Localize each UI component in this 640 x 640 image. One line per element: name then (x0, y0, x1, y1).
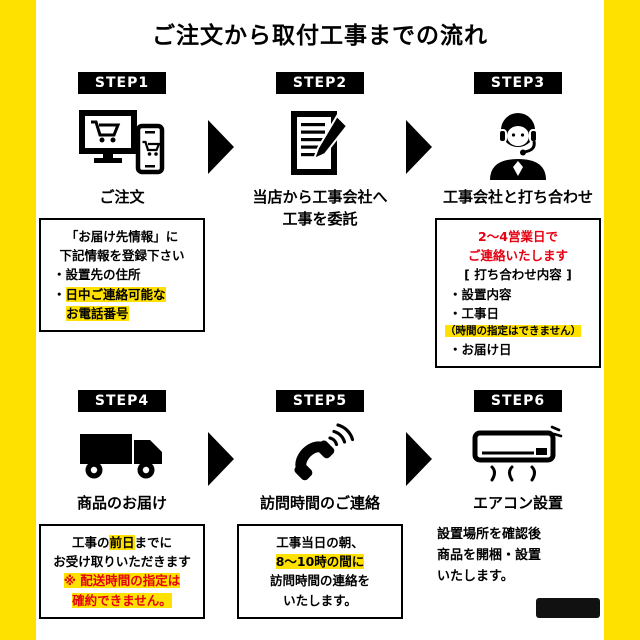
step2-label-line2: 工事を委託 (282, 209, 358, 228)
note-line: 設置場所を確認後 (437, 526, 542, 542)
support-person-icon (484, 100, 552, 186)
right-arrow-icon (406, 120, 432, 174)
right-arrow-icon (406, 432, 432, 487)
note-line-red: ご連絡いたします (467, 247, 568, 263)
note-line-red: ※ 配送時間の指定は (49, 571, 195, 590)
document-pencil-icon (289, 100, 351, 186)
step1-note-box: 「お届け先情報」に 下記情報を登録下さい ・設置先の住所 ・日中ご連絡可能な お… (39, 217, 205, 333)
step1-badge: STEP1 (78, 72, 166, 94)
row-steps-1-3: STEP1 (36, 72, 604, 369)
note-text: 工事の (71, 534, 110, 550)
note-line: いたします。 (283, 592, 357, 608)
step4-note-box: 工事の前日までに お受け取りいただきます ※ 配送時間の指定は 確約できません。 (39, 523, 205, 620)
truck-icon (78, 418, 166, 492)
note-line: ・工事日 (445, 304, 591, 323)
step6-note-text: 設置場所を確認後 商品を開梱・設置 いたします。 (437, 524, 599, 588)
note-heading: [ 打ち合わせ内容 ] (464, 267, 572, 283)
bullet-mark: ・ (449, 341, 462, 357)
note-text-red-highlight: ※ 配送時間の指定は (63, 573, 181, 589)
note-text: お届け日 (461, 341, 512, 357)
note-line: 工事当日の朝、 (276, 534, 364, 550)
note-line: 工事の前日までに (49, 533, 195, 552)
note-line: 8〜10時の間に (247, 552, 393, 571)
step5-badge: STEP5 (276, 390, 364, 413)
note-line-red: 2〜4営業日で (478, 228, 558, 244)
note-text-highlight: 前日 (109, 534, 135, 550)
step6-badge: STEP6 (474, 390, 562, 413)
note-text-red-highlight: 確約できません。 (72, 592, 172, 608)
step3-badge: STEP3 (474, 72, 562, 94)
step2-column: STEP2 当店から工事会社へ 工事を委託 (236, 72, 404, 229)
note-text-highlight: お電話番号 (66, 306, 129, 321)
step1-label: ご注文 (99, 188, 145, 206)
infographic: ご注文から取付工事までの流れ STEP1 (36, 0, 604, 640)
note-text: 設置内容 (461, 286, 512, 302)
step4-badge: STEP4 (78, 390, 166, 413)
arrow-step2-to-step3 (404, 72, 434, 174)
page-title: ご注文から取付工事までの流れ (152, 23, 488, 49)
computer-cart-icon (79, 100, 165, 186)
bullet-mark: ・ (53, 286, 66, 302)
left-yellow-bar (0, 0, 36, 640)
note-text: までに (134, 534, 173, 550)
note-line: お電話番号 (49, 304, 195, 323)
bullet-mark: ・ (53, 267, 66, 283)
arrow-step1-to-step2 (206, 72, 236, 174)
note-line: 「お届け先情報」に (65, 228, 179, 244)
right-arrow-icon (208, 120, 234, 174)
corner-badge (536, 597, 600, 618)
step3-column: STEP3 工事会社と打ち合わせ 2〜4営業日で ご連絡い (434, 72, 602, 369)
step1-column: STEP1 (38, 72, 206, 333)
right-yellow-bar (604, 0, 640, 640)
note-line: お受け取りいただきます (53, 553, 191, 569)
step2-label-line1: 当店から工事会社へ (252, 188, 388, 206)
note-line: ・設置先の住所 (49, 265, 195, 284)
step5-label: 訪問時間のご連絡 (259, 494, 380, 513)
note-text: 工事日 (461, 306, 500, 321)
aircon-icon (472, 418, 564, 492)
note-line: 訪問時間の連絡を (269, 573, 370, 589)
note-line-red: 確約できません。 (49, 591, 195, 610)
note-text-highlight: 8〜10時の間に (275, 553, 365, 569)
right-arrow-icon (208, 432, 234, 487)
bullet-mark: ・ (449, 286, 462, 302)
note-text-highlight: （時間の指定はできません） (445, 325, 582, 338)
note-line: ・お届け日 (445, 340, 591, 359)
step3-note-box: 2〜4営業日で ご連絡いたします [ 打ち合わせ内容 ] ・設置内容 ・工事日 … (435, 217, 601, 369)
step6-column: STEP6 エアコン設置 (434, 390, 602, 618)
step4-label: 商品のお届け (76, 494, 167, 513)
step3-label: 工事会社と打ち合わせ (442, 188, 593, 206)
note-line: ・日中ご連絡可能な (49, 285, 195, 304)
step5-note-box: 工事当日の朝、 8〜10時の間に 訪問時間の連絡を いたします。 (237, 523, 403, 620)
note-text-highlight: 日中ご連絡可能な (65, 286, 166, 302)
note-line: 下記情報を登録下さい (59, 247, 185, 263)
row-steps-4-6: STEP4 商品のお届け 工事の前日までに お受け取りいただきます ※ 配送時間… (36, 390, 604, 620)
note-line: ・設置内容 (445, 285, 591, 304)
note-line: 商品を開梱・設置 (437, 547, 542, 563)
phone-icon (284, 418, 356, 492)
arrow-step5-to-step6 (404, 390, 434, 487)
note-line: いたします。 (437, 569, 514, 585)
step4-column: STEP4 商品のお届け 工事の前日までに お受け取りいただきます ※ 配送時間… (38, 390, 206, 620)
note-text: 設置先の住所 (65, 267, 141, 283)
note-line-small: （時間の指定はできません） (445, 323, 591, 339)
step2-badge: STEP2 (276, 72, 364, 94)
bullet-mark: ・ (449, 306, 462, 321)
step6-label: エアコン設置 (472, 494, 563, 513)
step5-column: STEP5 訪問時間のご連絡 工事当日の朝、 (236, 390, 404, 620)
arrow-step4-to-step5 (206, 390, 236, 487)
